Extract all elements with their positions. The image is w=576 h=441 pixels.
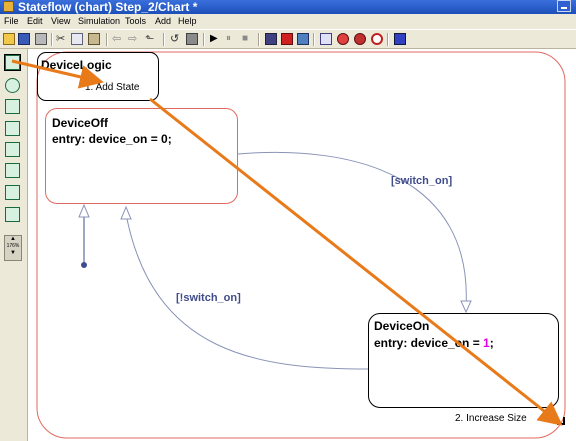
new-state-box[interactable]: DeviceLogic (37, 52, 159, 101)
zoom-level: 176% (6, 243, 20, 249)
history-junction-icon[interactable] (5, 78, 20, 93)
default-transition-arrowhead (78, 203, 90, 218)
menu-add[interactable]: Add (155, 16, 172, 26)
explore-icon[interactable] (394, 33, 406, 45)
menu-tools[interactable]: Tools (125, 16, 147, 26)
menu-view[interactable]: View (51, 16, 71, 26)
redo-icon[interactable] (186, 33, 198, 45)
object-palette: ▲ 176% ▼ (0, 49, 28, 441)
open-icon[interactable] (3, 33, 15, 45)
state-tool-icon[interactable] (4, 54, 21, 71)
state-deviceoff-entry: entry: device_on = 0; (52, 132, 172, 146)
chart-canvas[interactable]: DeviceLogic DeviceOff entry: device_on =… (28, 49, 576, 441)
toolbar: ✂ ⇦ ⇨ ⬑ ↺ ▶ ⏸ ■ (0, 29, 576, 49)
target-icon[interactable] (354, 33, 366, 45)
model-icon[interactable] (371, 33, 383, 45)
box-icon[interactable] (5, 207, 20, 222)
zoom-out-icon[interactable]: ▼ (10, 250, 16, 256)
undo-icon[interactable]: ↺ (170, 33, 180, 45)
cut-icon[interactable]: ✂ (56, 33, 66, 45)
transition-switch-on-arrowhead (460, 300, 472, 314)
print-icon[interactable] (35, 33, 47, 45)
menu-bar: File Edit View Simulation Tools Add Help (0, 14, 576, 29)
transition-not-switch-on[interactable] (125, 213, 369, 370)
transition-not-switch-on-arrowhead (120, 205, 132, 220)
outer-state-border[interactable] (36, 51, 566, 439)
default-transition-dot (81, 262, 87, 268)
back-icon[interactable]: ⇦ (112, 33, 122, 45)
title-bar: Stateflow (chart) Step_2/Chart * (0, 0, 576, 14)
transition-not-switch-on-label[interactable]: [!switch_on] (176, 292, 241, 304)
callout-add-state: 1. Add State (85, 82, 140, 93)
menu-simulation[interactable]: Simulation (78, 16, 121, 26)
forward-icon[interactable]: ⇨ (128, 33, 138, 45)
copy-icon[interactable] (71, 33, 83, 45)
state-deviceon[interactable]: DeviceOn entry: device_on = 1; (368, 313, 559, 408)
search-icon[interactable] (337, 33, 349, 45)
state-deviceon-entry: entry: device_on = 1; (374, 336, 494, 350)
outer-state-name: DeviceLogic (41, 58, 112, 72)
save-icon[interactable] (18, 33, 30, 45)
resize-handle[interactable] (557, 417, 565, 425)
menu-edit[interactable]: Edit (27, 16, 43, 26)
state-deviceoff[interactable]: DeviceOff entry: device_on = 0; (45, 108, 238, 204)
pause-icon[interactable]: ⏸ (226, 33, 231, 44)
explorer-icon[interactable] (297, 33, 309, 45)
stateflow-app-icon (3, 1, 14, 12)
callout-increase-size: 2. Increase Size (455, 413, 527, 424)
menu-file[interactable]: File (4, 16, 19, 26)
zoom-control[interactable]: ▲ 176% ▼ (4, 235, 22, 261)
window-title: Stateflow (chart) Step_2/Chart * (18, 0, 198, 14)
function-icon[interactable] (5, 163, 20, 178)
paste-icon[interactable] (88, 33, 100, 45)
state-deviceon-name: DeviceOn (374, 319, 430, 333)
menu-help[interactable]: Help (178, 16, 197, 26)
state-deviceoff-name: DeviceOff (52, 116, 109, 130)
minimize-button[interactable] (557, 0, 571, 12)
graphical-function-icon[interactable] (5, 185, 20, 200)
play-icon[interactable]: ▶ (210, 33, 218, 44)
truth-table-icon[interactable] (5, 142, 20, 157)
library-icon[interactable] (281, 33, 293, 45)
default-transition-icon[interactable] (5, 99, 20, 114)
debug-icon[interactable] (320, 33, 332, 45)
connective-junction-icon[interactable] (5, 121, 20, 136)
up-icon[interactable]: ⬑ (145, 33, 155, 45)
stop-icon[interactable]: ■ (242, 33, 249, 44)
zoom-in-icon[interactable]: ▲ (10, 236, 16, 242)
build-icon[interactable] (265, 33, 277, 45)
transition-switch-on-label[interactable]: [switch_on] (391, 175, 453, 187)
